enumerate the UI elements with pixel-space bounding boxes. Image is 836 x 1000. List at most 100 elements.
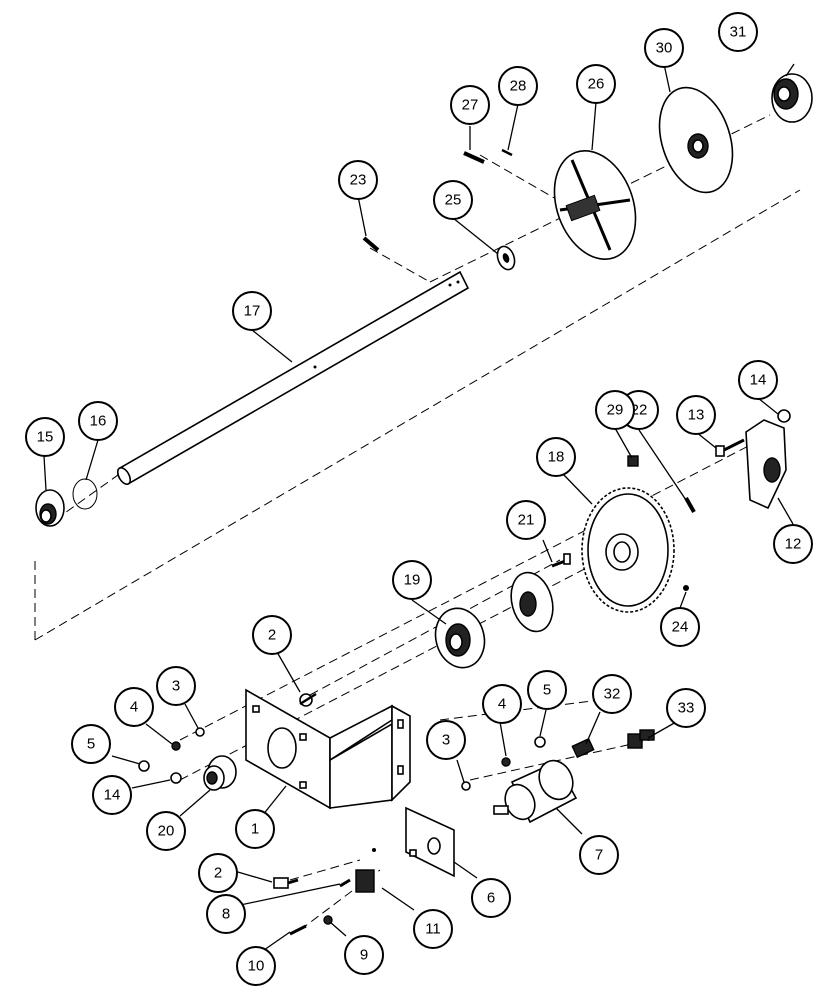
callout-number: 7	[595, 847, 603, 864]
callout-circle	[773, 524, 813, 564]
callout-number: 29	[607, 402, 624, 419]
callout-number: 12	[785, 536, 802, 553]
callout-number: 3	[442, 732, 450, 749]
callout-circle	[498, 66, 538, 106]
callout-number: 26	[588, 76, 605, 93]
callout-26: 26	[576, 64, 616, 104]
callout-circle	[146, 811, 186, 851]
callout-3: 3	[426, 720, 466, 760]
washer	[496, 245, 516, 271]
callout-13: 13	[676, 395, 716, 435]
callout-number: 13	[688, 407, 705, 424]
callout-circle	[206, 894, 246, 934]
callout-circle	[156, 666, 196, 706]
nut-4-left	[171, 741, 181, 751]
callout-number: 11	[425, 921, 441, 938]
alignment-line-upper	[179, 439, 761, 741]
callout-number: 32	[604, 686, 621, 703]
washer-3-left	[195, 727, 205, 737]
motor	[493, 759, 578, 824]
bolt-2-lower	[273, 877, 289, 889]
callout-17: 17	[232, 291, 272, 331]
callout-circle	[506, 500, 546, 540]
callout-circle	[413, 909, 453, 949]
callout-circle	[426, 720, 466, 760]
callout-circle	[392, 560, 432, 600]
bolt-10	[289, 924, 307, 936]
callout-circle	[738, 360, 778, 400]
callout-circle	[235, 809, 275, 849]
callout-number: 1	[251, 821, 259, 838]
callout-31: 31	[718, 12, 758, 52]
bushing	[203, 755, 237, 791]
alignment-line-motor	[469, 739, 651, 781]
callout-7: 7	[579, 835, 619, 875]
nut-14-upper	[777, 409, 791, 423]
callout-circle	[252, 615, 292, 655]
callout-number: 28	[510, 78, 527, 95]
callout-number: 25	[445, 192, 462, 209]
callout-12: 12	[773, 524, 813, 564]
alignment-lines	[34, 114, 801, 931]
callout-14: 14	[738, 360, 778, 400]
callout-2: 2	[198, 853, 238, 893]
callout-number: 20	[158, 823, 175, 840]
callout-number: 10	[248, 958, 265, 975]
disc	[658, 86, 734, 194]
callout-number: 2	[268, 627, 276, 644]
callout-circle	[71, 724, 111, 764]
callout-circle	[433, 180, 473, 220]
callout-circle	[579, 835, 619, 875]
callout-25: 25	[433, 180, 473, 220]
callout-circle	[660, 607, 700, 647]
nut-4-right	[501, 757, 511, 767]
nut-5-left	[138, 760, 150, 772]
main-bracket	[245, 688, 411, 810]
callout-3: 3	[156, 666, 196, 706]
callout-number: 23	[350, 172, 367, 189]
callout-21: 21	[506, 500, 546, 540]
small-screw	[683, 585, 689, 591]
callout-circle	[25, 417, 65, 457]
callout-32: 32	[592, 674, 632, 714]
mounting-plate	[745, 419, 787, 510]
hardware	[138, 692, 546, 936]
callout-circle	[92, 775, 132, 815]
callout-circle	[576, 64, 616, 104]
callout-28: 28	[498, 66, 538, 106]
fitting-33	[627, 729, 655, 749]
callout-number: 8	[222, 906, 230, 923]
nut-14-left	[170, 772, 182, 784]
motor-plate	[405, 806, 455, 878]
alignment-line-right	[439, 699, 601, 721]
fitting-32	[571, 737, 595, 759]
pin	[362, 236, 380, 252]
callout-number: 27	[462, 97, 479, 114]
callout-10: 10	[236, 946, 276, 986]
callout-20: 20	[146, 811, 186, 851]
callout-circle	[232, 291, 272, 331]
callout-circle	[718, 12, 758, 52]
callout-30: 30	[644, 28, 684, 68]
bearing	[35, 489, 65, 527]
callout-number: 6	[487, 890, 495, 907]
callout-number: 22	[631, 402, 648, 419]
alignment-line-main	[34, 189, 801, 641]
callout-number: 4	[130, 699, 138, 716]
flange-bearing	[510, 571, 554, 633]
callout-circle	[471, 878, 511, 918]
callout-number: 9	[360, 947, 368, 964]
callout-number: 17	[244, 303, 261, 320]
callout-number: 14	[750, 372, 767, 389]
callout-11: 11	[413, 909, 453, 949]
callout-number: 5	[87, 736, 95, 753]
alignment-line-bolt-lower	[289, 859, 361, 881]
flange-19	[434, 607, 486, 669]
bolt-13	[715, 438, 745, 457]
callout-27: 27	[450, 85, 490, 125]
callout-number: 31	[730, 24, 747, 41]
nut-5-right	[534, 736, 546, 748]
callout-circle	[482, 684, 522, 724]
alignment-line-bolt2	[309, 559, 561, 696]
